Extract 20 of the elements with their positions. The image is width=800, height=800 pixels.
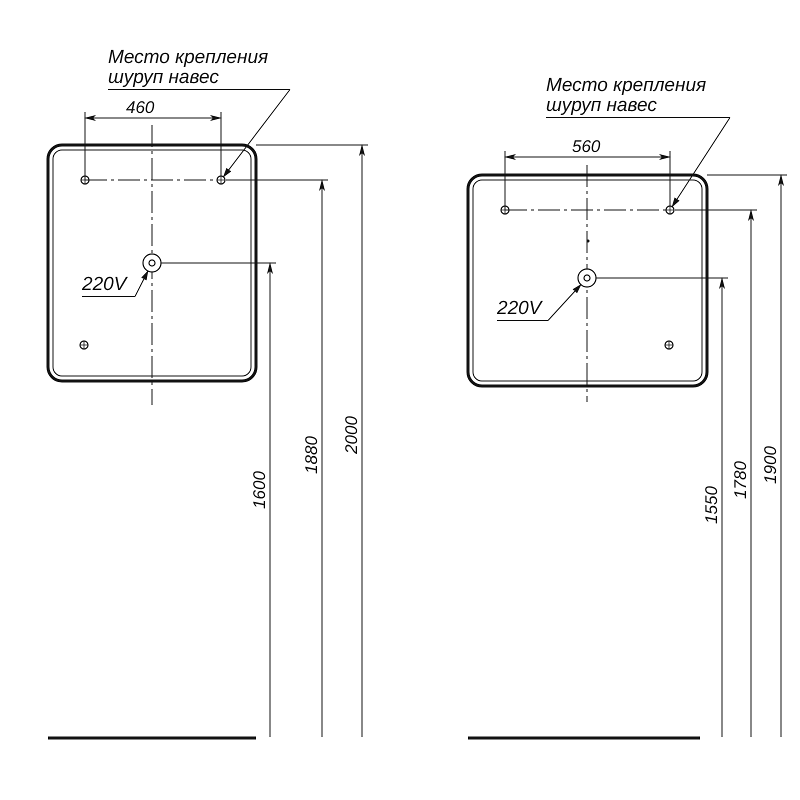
dimension-value: 1880 (302, 436, 321, 474)
mounting-hole (665, 205, 675, 215)
callout-text: Место крепления шуруп навес (546, 76, 730, 118)
voltage-callout: 220V (497, 299, 548, 321)
leader-line (548, 284, 582, 321)
dimension-value: 1550 (702, 486, 721, 524)
power-outlet (577, 268, 597, 288)
dimension-value: 1780 (731, 461, 750, 499)
leader-line (672, 117, 730, 208)
dimension-value: 2000 (342, 416, 361, 454)
dimension-value: 1900 (761, 446, 780, 484)
power-outlet (142, 253, 162, 273)
dimension-value: 460 (126, 98, 154, 117)
leader-line (134, 270, 148, 297)
leader-line (222, 89, 290, 178)
dimension-value: 1600 (250, 471, 269, 509)
callout-text: Место крепления шуруп навес (108, 48, 290, 90)
voltage-callout: 220V (82, 275, 135, 297)
mounting-hole (216, 175, 226, 185)
dimension-value: 560 (572, 137, 600, 156)
